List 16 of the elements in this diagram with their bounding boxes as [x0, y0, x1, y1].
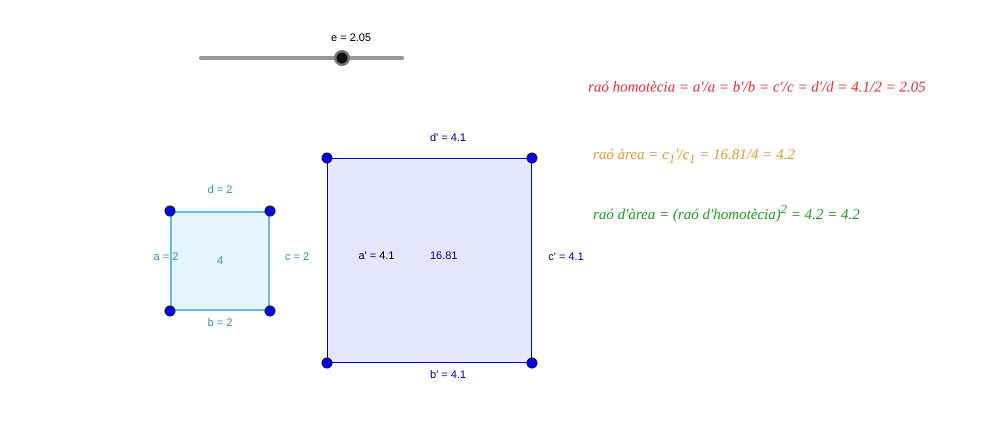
area-value: 16.81	[430, 250, 458, 262]
square	[170, 211, 270, 311]
side-length-label: c = 2	[284, 251, 310, 263]
ratio-formula: raó àrea = c$_{1}$′/c$_{1}$ = 16.81/4 = 4.2	[593, 147, 795, 167]
side-length-label: c' = 4.1	[548, 251, 584, 263]
square	[327, 158, 532, 363]
side-length-label: a' = 4.1	[358, 250, 394, 262]
ratio-formula: raó homotècia = a′/a = b′/b = c′/c = d′/d = 4.1/2 = 2.05	[588, 80, 926, 96]
side-length-label: d = 2	[208, 184, 232, 196]
side-length-label: a = 2	[154, 251, 178, 263]
ratio-formula: raó d′àrea = (raó d′homotècia)$^{2}$ = 4.2 = 4.2	[593, 202, 860, 224]
slider-value-label: e = 2.05	[330, 32, 372, 44]
side-length-label: d' = 4.1	[430, 132, 466, 144]
area-value: 4	[216, 255, 224, 267]
side-length-label: b = 2	[208, 317, 232, 329]
side-length-label: b' = 4.1	[430, 369, 466, 381]
